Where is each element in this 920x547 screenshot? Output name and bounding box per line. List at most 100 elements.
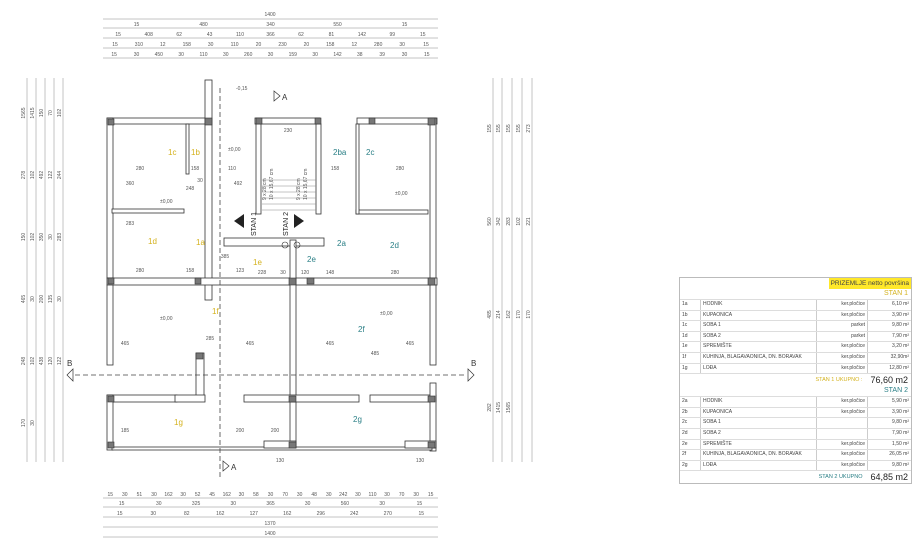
dimension-label: 102 xyxy=(30,171,36,180)
cell-area: 9,80 m² xyxy=(892,461,909,468)
section-b-marker-icon xyxy=(467,368,475,382)
dimension-label: 12 xyxy=(160,42,166,48)
cell-name: SPREMIŠTE xyxy=(701,342,817,352)
dimension-label: 492 xyxy=(39,171,45,180)
dimension-label: 122 xyxy=(57,357,63,366)
dimension-label: 162 xyxy=(506,310,512,319)
stan2-heading: STAN 2 xyxy=(884,387,908,395)
svg-text:1c: 1c xyxy=(168,148,176,157)
stan1-label: STAN 1 xyxy=(251,212,258,236)
dimension-label: 30 xyxy=(326,492,332,498)
dimension-label: 102 xyxy=(516,217,522,226)
cell-name: SOBA 2 xyxy=(701,331,817,342)
dimension-label: 52 xyxy=(195,492,201,498)
svg-text:2g: 2g xyxy=(353,415,362,424)
cell-material: ker.pločice xyxy=(817,439,868,450)
cell-id: 1f xyxy=(680,352,701,363)
dimension-label: 1370 xyxy=(264,521,275,527)
dimension-label: 350 xyxy=(39,233,45,242)
bottom-dimensions xyxy=(103,497,438,538)
dimension-label: 162 xyxy=(223,492,232,498)
dimension-label: 30 xyxy=(280,270,286,276)
cell-area: 9,80 m² xyxy=(892,419,909,426)
svg-text:2a: 2a xyxy=(337,239,346,248)
dimension-label: 110 xyxy=(236,32,244,38)
cell-material: ker.pločice xyxy=(817,450,868,460)
dimension-label: 15 xyxy=(111,52,117,58)
dimension-label: 273 xyxy=(526,124,532,133)
dimension-label: 155 xyxy=(506,124,512,133)
dimension-label: 465 xyxy=(406,341,415,347)
dimension-label: 15 xyxy=(112,42,118,48)
dimension-label: 123 xyxy=(236,268,245,274)
dimension-label: 30 xyxy=(239,492,245,498)
dimension-label: 270 xyxy=(384,511,393,517)
dimension-label: 142 xyxy=(333,52,342,58)
svg-text:±0,00: ±0,00 xyxy=(160,199,173,205)
dimension-label: 30 xyxy=(30,296,36,302)
stan1-total-row: STAN 1 UKUPNO : 76,60 m2 xyxy=(680,373,911,386)
dimension-label: 162 xyxy=(164,492,173,498)
cell-name: SOBA 2 xyxy=(701,428,817,439)
cell-name: SOBA 1 xyxy=(701,418,817,428)
stair-label: 9 x 28 cm xyxy=(296,178,302,200)
dimension-label: 158 xyxy=(183,42,192,48)
cell-area: 7,90 m² xyxy=(892,429,909,436)
cell-material: ker.pločice xyxy=(817,363,868,374)
cell-material: ker.pločice xyxy=(817,407,868,418)
dimension-label: 465 xyxy=(326,341,335,347)
stairs xyxy=(262,179,316,211)
cell-id: 2b xyxy=(680,407,701,418)
cell-material: ker.pločice xyxy=(817,397,868,407)
cell-name: LOĐA xyxy=(701,460,817,471)
dimension-label: 278 xyxy=(21,171,27,180)
dimension-label: 58 xyxy=(253,492,259,498)
svg-text:1g: 1g xyxy=(174,418,183,427)
dimension-label: 122 xyxy=(48,171,54,180)
top-dimensions xyxy=(103,18,438,59)
dimension-label: 242 xyxy=(339,492,348,498)
cell-material: ker.pločice xyxy=(817,300,868,310)
dimension-label: 43 xyxy=(207,32,213,38)
stan2-total-value: 64,85 m2 xyxy=(870,472,908,483)
dimension-label: 342 xyxy=(496,217,502,226)
dimension-label: 200 xyxy=(236,428,245,434)
cell-material xyxy=(817,428,868,439)
svg-text:1b: 1b xyxy=(191,148,200,157)
stan1-heading: STAN 1 xyxy=(884,290,908,297)
dimension-label: 1415 xyxy=(496,402,502,413)
svg-text:±0,00: ±0,00 xyxy=(228,147,241,153)
section-b-label: B xyxy=(67,359,72,368)
installation-shaft-icon xyxy=(293,241,301,249)
svg-text:1e: 1e xyxy=(253,258,262,267)
dimension-label: 465 xyxy=(246,341,255,347)
dimension-label: 30 xyxy=(122,492,128,498)
dimension-label: 560 xyxy=(341,501,350,507)
stan1-arrow-icon xyxy=(234,214,244,228)
dimension-label: 30 xyxy=(208,42,214,48)
dimension-label: 155 xyxy=(516,124,522,133)
dimension-label: 70 xyxy=(48,110,54,116)
section-b-label: B xyxy=(471,359,476,368)
cell-id: 2e xyxy=(680,439,701,450)
dimension-label: 51 xyxy=(137,492,143,498)
dimension-label: 30 xyxy=(151,492,157,498)
cell-material: ker.pločice xyxy=(817,310,868,321)
dimension-label: 30 xyxy=(402,52,408,58)
dimension-label: 30 xyxy=(30,420,36,426)
cell-area: 26,05 m² xyxy=(889,451,909,458)
cell-id: 1a xyxy=(680,300,701,310)
dimension-label: 15 xyxy=(115,32,121,38)
dimension-label: 1565 xyxy=(506,402,512,413)
dimension-label: 158 xyxy=(326,42,335,48)
dimension-label: 30 xyxy=(268,492,274,498)
